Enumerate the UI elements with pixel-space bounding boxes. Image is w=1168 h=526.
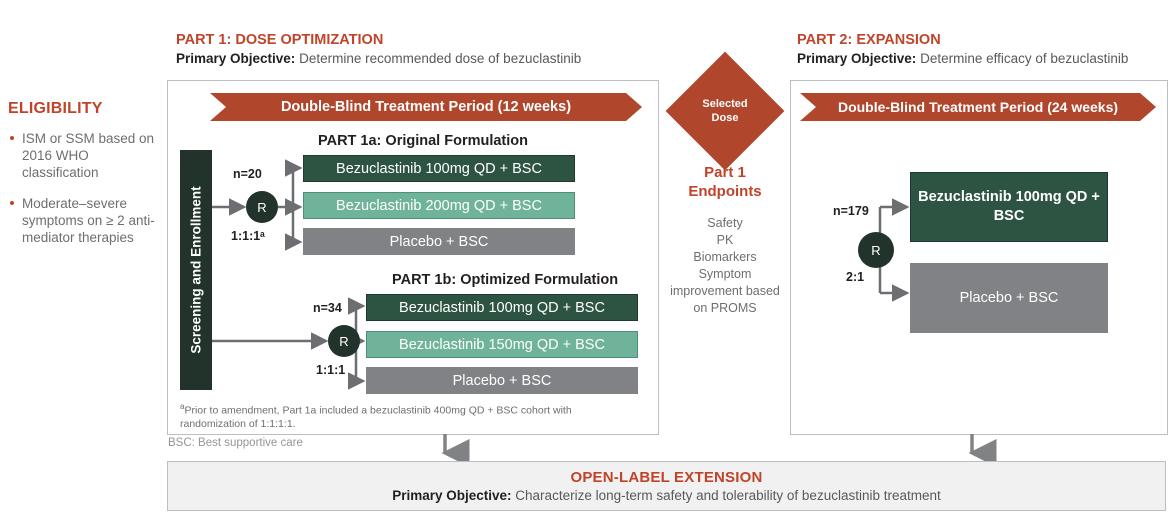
randomization-circle-part1a: R <box>246 191 278 223</box>
randomization-circle-part1b: R <box>328 325 360 357</box>
part1b-n-label: n=34 <box>313 301 342 315</box>
part1a-title: PART 1a: Original Formulation <box>318 133 528 149</box>
endpoint-item: Symptom improvement based on PROMS <box>670 267 780 315</box>
part1b-title: PART 1b: Optimized Formulation <box>392 272 619 288</box>
open-label-extension-title: OPEN-LABEL EXTENSION <box>570 469 763 486</box>
open-label-extension-objective: Primary Objective: Characterize long-ter… <box>392 488 941 503</box>
part1a-ratio-label: 1:1:1ᵃ <box>231 229 265 243</box>
part1a-arm-placebo: Placebo + BSC <box>303 228 575 255</box>
part2-n-label: n=179 <box>833 204 869 218</box>
part2-objective: Primary Objective: Determine efficacy of… <box>797 50 1168 68</box>
selected-dose-label: Selected Dose <box>683 69 767 153</box>
part2-header: PART 2: EXPANSION Primary Objective: Det… <box>797 32 1168 68</box>
part1-endpoints-list: Safety PK Biomarkers Symptom improvement… <box>668 215 782 317</box>
part1b-ratio-label: 1:1:1 <box>316 363 346 377</box>
part2-title: PART 2: EXPANSION <box>797 32 941 48</box>
screening-enrollment-label: Screening and Enrollment <box>188 186 204 354</box>
endpoint-item: Biomarkers <box>693 250 757 264</box>
part1-objective: Primary Objective: Determine recommended… <box>176 50 696 68</box>
endpoint-item: PK <box>716 233 734 247</box>
part2-objective-text: Determine efficacy of bezuclastinib <box>920 51 1129 66</box>
list-item: ISM or SSM based on 2016 WHO classificat… <box>8 130 160 181</box>
eligibility-section: ELIGIBILITY ISM or SSM based on 2016 WHO… <box>8 100 160 260</box>
part1a-n-label: n=20 <box>233 167 262 181</box>
part1-endpoints-title: Part 1 Endpoints <box>673 163 777 201</box>
selected-dose-line2: Dose <box>711 112 739 124</box>
part1-title: PART 1: DOSE OPTIMIZATION <box>176 32 384 48</box>
part1-objective-text: Determine recommended dose of bezuclasti… <box>299 51 582 66</box>
footnote-text: Prior to amendment, Part 1a included a b… <box>180 404 572 430</box>
endpoints-title-line1: Part 1 <box>704 164 746 181</box>
endpoint-item: Safety <box>707 216 743 230</box>
part1-header: PART 1: DOSE OPTIMIZATION Primary Object… <box>176 32 696 68</box>
part2-ratio-label: 2:1 <box>846 270 865 284</box>
selected-dose-line1: Selected <box>702 98 748 110</box>
part1a-arm-bezuclastinib-200mg: Bezuclastinib 200mg QD + BSC <box>303 192 575 219</box>
part1b-arm-placebo: Placebo + BSC <box>366 367 638 394</box>
endpoints-title-line2: Endpoints <box>688 183 762 200</box>
list-item: Moderate–severe symptoms on ≥ 2 anti-med… <box>8 195 160 246</box>
part1b-arm-bezuclastinib-100mg: Bezuclastinib 100mg QD + BSC <box>366 294 638 321</box>
part1b-arm-bezuclastinib-150mg: Bezuclastinib 150mg QD + BSC <box>366 331 638 358</box>
part2-arm-bezuclastinib-100mg: Bezuclastinib 100mg QD + BSC <box>910 172 1108 242</box>
part2-treatment-banner: Double-Blind Treatment Period (24 weeks) <box>800 93 1156 121</box>
part2-objective-label: Primary Objective: <box>797 51 917 66</box>
part1-treatment-banner: Double-Blind Treatment Period (12 weeks) <box>210 93 642 121</box>
open-label-extension-banner: OPEN-LABEL EXTENSION Primary Objective: … <box>167 461 1166 511</box>
extension-objective-text: Characterize long-term safety and tolera… <box>515 488 941 503</box>
part2-arm-placebo: Placebo + BSC <box>910 263 1108 333</box>
extension-objective-label: Primary Objective: <box>392 488 512 503</box>
randomization-circle-part2: R <box>858 232 894 268</box>
part1a-arm-bezuclastinib-100mg: Bezuclastinib 100mg QD + BSC <box>303 155 575 182</box>
bsc-abbreviation-note: BSC: Best supportive care <box>168 437 303 449</box>
eligibility-title: ELIGIBILITY <box>8 100 103 117</box>
part2-panel <box>790 80 1168 435</box>
screening-enrollment-bar: Screening and Enrollment <box>180 150 212 390</box>
footnote-marker: a <box>180 402 185 411</box>
eligibility-list: ISM or SSM based on 2016 WHO classificat… <box>8 130 160 246</box>
part1-footnote: aPrior to amendment, Part 1a included a … <box>180 400 620 431</box>
part1-objective-label: Primary Objective: <box>176 51 296 66</box>
